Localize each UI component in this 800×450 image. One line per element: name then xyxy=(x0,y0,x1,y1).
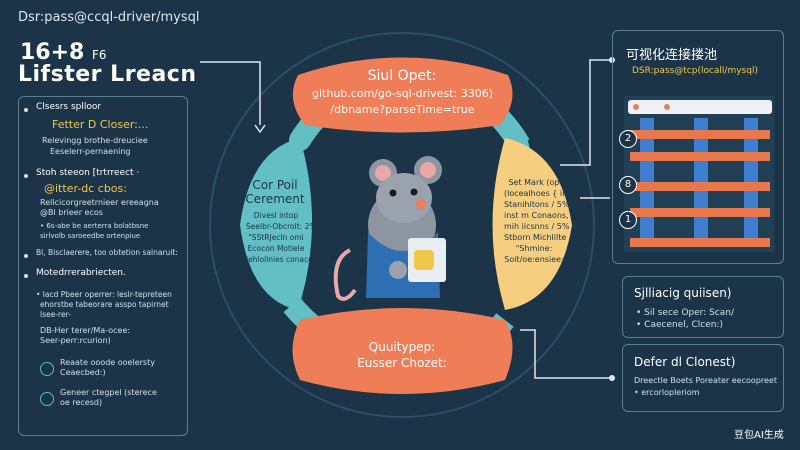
bottom-section-line: Eusser Chozet: xyxy=(357,356,447,370)
bullet-dot xyxy=(24,170,28,178)
right-section-line2: (locealhoes { ints) xyxy=(504,189,578,198)
section1-title: Fetter D Closer:... xyxy=(52,118,149,131)
pool-badge: 1 xyxy=(619,211,637,229)
section1-head: Clsesrs splloor xyxy=(36,102,102,112)
url-bar-dot xyxy=(633,104,639,110)
section1-line2: Eeselerr-pernaening xyxy=(50,147,131,156)
left-section-title1: Cor Poil xyxy=(252,178,298,192)
pool-visualization-dsn: DSR:pass@tcp(locall/mysql) xyxy=(632,66,758,76)
left-section-line1: Divesl intop xyxy=(253,211,299,220)
left-teal-segment xyxy=(240,138,313,310)
icon2-label1: Geneer ctegpel (sterece xyxy=(60,388,157,397)
left-section-title2: Cerement xyxy=(245,192,305,206)
stats-number: 16+8 F6 xyxy=(20,40,107,65)
connector-dot xyxy=(609,375,615,381)
connector-line-left-top xyxy=(200,61,261,125)
outer-ring xyxy=(209,32,595,418)
left-section-line4: Ecocon Motlele xyxy=(247,244,305,253)
pool-connection-bar xyxy=(630,130,770,139)
section2-extra2: sirlvolb saroeedbe ortenpiue xyxy=(40,232,141,240)
top-section-line1: github.com/go-sql-drivest: 3306) xyxy=(312,87,493,100)
section2-head: Stoh steeon [trtrreect · xyxy=(36,168,140,178)
pool-connection-bar xyxy=(630,208,770,217)
defer-close-line2: • ercorlopleriom xyxy=(634,388,700,397)
top-section-title: Siul Opet: xyxy=(367,68,437,84)
left-section-line5: lehlolinies conacei xyxy=(246,255,315,264)
pool-connection-bar xyxy=(630,238,770,247)
right-section-line8: Soit/oe:ensiee: xyxy=(504,255,564,264)
right-section-line5: mih ilcsnns / 5% xyxy=(504,222,570,231)
connector-line-right-bottom xyxy=(520,329,612,379)
arrow-head xyxy=(254,124,266,134)
section6-line2: Seer-perr:rcurion) xyxy=(40,336,111,345)
section5-line1: • lacd Pbeer operrer: leslr-tepreteen xyxy=(36,290,172,299)
url-bar-dot xyxy=(664,104,670,110)
section5-line2: ehorstbe tabeorare asspo tapirnet xyxy=(40,300,169,309)
pool-visualization-title: 可视化连接搂池 xyxy=(626,48,718,63)
defer-close-card xyxy=(622,344,784,412)
browser-url-bar xyxy=(628,100,772,114)
pool-connection-bar xyxy=(630,182,770,191)
pool-badge: 8 xyxy=(619,176,637,194)
right-section-line1: Set Mark (op xyxy=(508,178,560,187)
icon1-label1: Reaate ooode ooelersty xyxy=(60,358,155,367)
stats-number-value: 16+8 xyxy=(20,40,85,65)
right-cream-segment xyxy=(492,138,572,310)
dsn-header: Dsr:pass@ccql-driver/mysql xyxy=(18,10,200,25)
pool-badge: 2 xyxy=(619,130,637,148)
icon2-label2: oe recesd) xyxy=(60,398,103,407)
pool-visualization-card xyxy=(612,30,784,264)
left-title: Lifster Lreacn xyxy=(18,62,197,87)
query-card-title: Sjlliacig quiisen) xyxy=(634,286,732,300)
query-card xyxy=(622,276,784,338)
defer-close-line1: Dreectle Boets Poreater eecoopreet xyxy=(634,376,777,385)
query-card-line2: • Caecenel, Clcen:) xyxy=(636,320,723,330)
left-section-line2: Seelbr-Obcrolt: 2% xyxy=(246,222,317,231)
top-section-line2: /dbname?parseTime=true xyxy=(330,103,475,116)
bottom-orange-blob xyxy=(292,308,513,394)
section6-line1: DB-Her terer/Ma-ocee: xyxy=(40,326,131,335)
section5-line3: Isee-rer- xyxy=(40,310,71,319)
right-section-line3: Stanihitons / 5% xyxy=(504,200,570,209)
right-section-line6: Stborn Michlilte xyxy=(504,233,567,242)
query-card-line1: • Sil sece Oper: Scan/ xyxy=(636,308,734,318)
bullet-dot xyxy=(24,270,28,278)
left-info-card xyxy=(18,96,188,436)
section2-extra1: • 6s-abe be aerterra bolatbsne xyxy=(40,222,149,230)
section2-title: @itter-dc cbos: xyxy=(44,182,127,195)
section4-head: Motedrrerabriecten. xyxy=(36,268,126,278)
top-orange-blob xyxy=(292,57,513,133)
stats-number-suffix: F6 xyxy=(92,48,107,62)
connector-line-right-top xyxy=(560,59,610,166)
bullet-dot xyxy=(24,250,28,258)
mouse-mascot-icon xyxy=(333,156,446,301)
section3-head: Bl, Bisclaerere, too obtetion salnaruit: xyxy=(36,248,178,257)
left-section-line3: "SStRJecln omi xyxy=(248,233,304,242)
section2-line1: Rellcicorgreetrnieer ereeagna xyxy=(40,198,159,207)
section1-line1: Relevingg brothe-dreuciee xyxy=(42,136,148,145)
icon1-label2: Ceaecbed:) xyxy=(60,368,106,377)
refresh-icon xyxy=(40,362,54,376)
bottom-section-title: Quuitypep: xyxy=(368,340,436,354)
defer-close-title: Defer dl Clonest) xyxy=(634,355,736,369)
right-section-line4: inst m Conaons, xyxy=(504,211,569,220)
timer-icon xyxy=(40,392,54,406)
right-section-line7: "Shmine: xyxy=(515,244,553,253)
section2-line2: @Bl brieer ecos xyxy=(40,208,103,217)
ai-generated-watermark: 豆包AI生成 xyxy=(734,430,784,441)
pool-connection-bar xyxy=(630,152,770,161)
bullet-dot xyxy=(24,104,28,112)
